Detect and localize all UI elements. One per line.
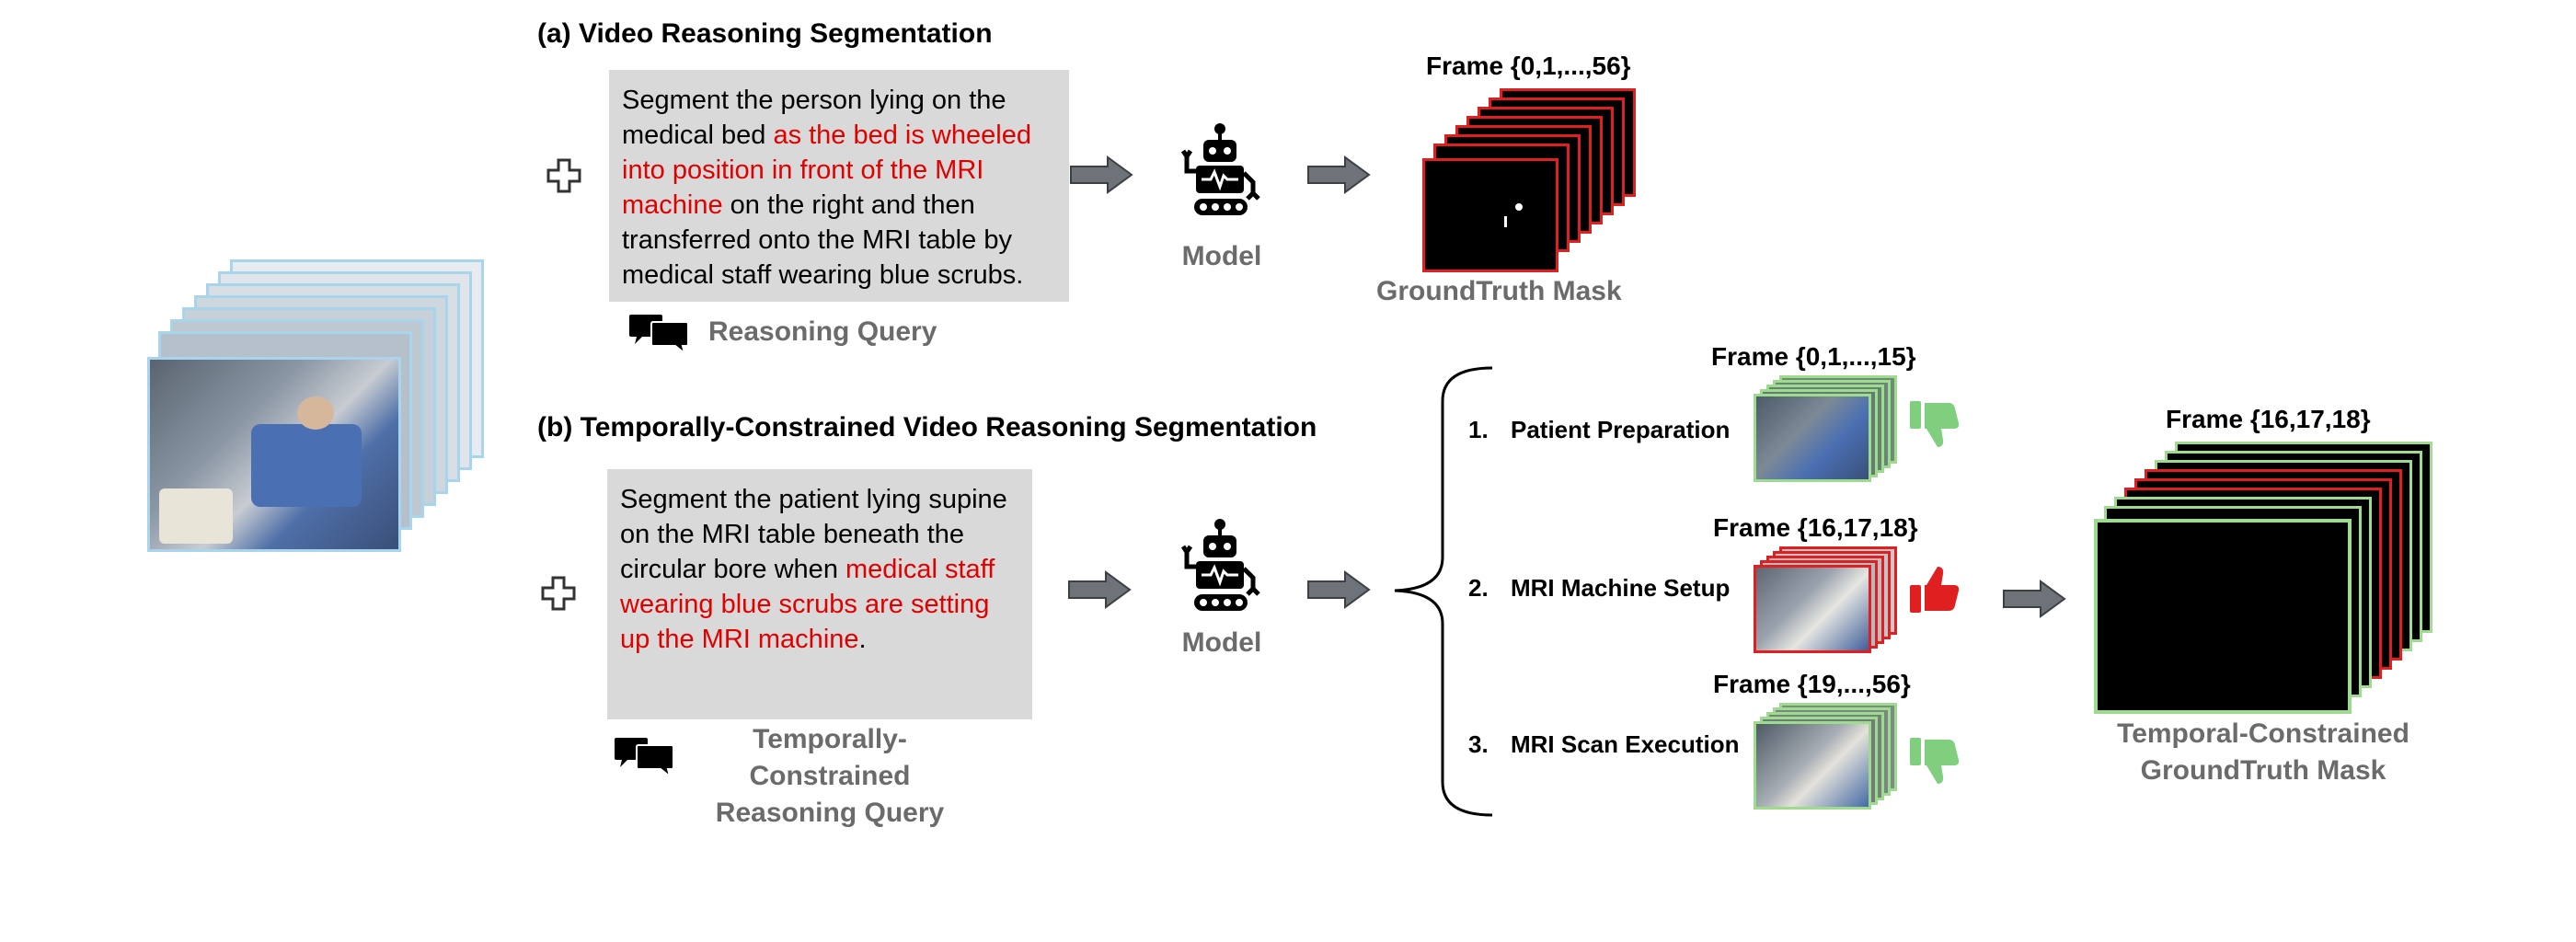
mask-frame-front bbox=[1422, 158, 1558, 272]
step-3-label: MRI Scan Execution bbox=[1511, 730, 1740, 758]
thumbs-down-icon bbox=[1910, 738, 1960, 784]
section-a-query-box: Segment the person lying on the medical … bbox=[609, 70, 1069, 302]
robot-icon bbox=[1180, 519, 1260, 611]
step-1-frame-stack bbox=[1754, 375, 1901, 482]
right-arrow-icon bbox=[1068, 570, 1132, 609]
section-a-mask-caption: GroundTruth Mask bbox=[1376, 276, 1622, 306]
step-1-label: Patient Preparation bbox=[1511, 416, 1731, 443]
step-3-number: 3. bbox=[1468, 730, 1489, 758]
right-arrow-icon bbox=[1070, 155, 1133, 194]
query-b-part-3: . bbox=[858, 625, 867, 654]
section-a-model-label: Model bbox=[1181, 241, 1262, 271]
step-1-number: 1. bbox=[1468, 416, 1489, 443]
plus-icon bbox=[546, 158, 581, 193]
step-2-frame-stack bbox=[1754, 546, 1901, 653]
chat-bubbles-icon bbox=[615, 738, 674, 779]
section-b-query-box: Segment the patient lying supine on the … bbox=[607, 469, 1032, 719]
section-a-mask-stack bbox=[1422, 88, 1643, 281]
step-2-frame-label: Frame {16,17,18} bbox=[1713, 513, 1918, 542]
output-mask-front bbox=[2094, 519, 2352, 714]
section-b-title: (b) Temporally-Constrained Video Reasoni… bbox=[537, 412, 1317, 442]
section-b-model-label: Model bbox=[1181, 627, 1262, 658]
step-2-label: MRI Machine Setup bbox=[1511, 574, 1731, 602]
right-arrow-icon bbox=[2003, 580, 2066, 618]
step-2-number: 2. bbox=[1468, 574, 1489, 602]
robot-icon bbox=[1180, 123, 1260, 215]
query-b-part-1: Segment the patient lying supine on the … bbox=[620, 485, 1007, 584]
section-b-query-caption: Temporally-Constrained Reasoning Query bbox=[715, 724, 945, 828]
right-arrow-icon bbox=[1307, 155, 1371, 194]
step-3-frame-stack bbox=[1754, 703, 1901, 810]
step-1-frame-label: Frame {0,1,...,15} bbox=[1711, 342, 1916, 371]
thumbs-up-icon bbox=[1910, 567, 1960, 613]
query-a-part-3: on the right and then transferred onto t… bbox=[622, 190, 1024, 290]
output-frame-label: Frame {16,17,18} bbox=[2166, 405, 2371, 433]
chat-bubbles-icon bbox=[629, 315, 689, 356]
query-b-highlight: medical staff wearing blue scrubs are se… bbox=[620, 555, 995, 654]
step-3-frame-label: Frame {19,...,56} bbox=[1713, 670, 1911, 698]
plus-icon bbox=[541, 576, 576, 611]
right-arrow-icon bbox=[1307, 570, 1371, 609]
curly-brace-icon bbox=[1394, 366, 1493, 817]
section-a-title: (a) Video Reasoning Segmentation bbox=[537, 18, 993, 49]
output-caption: Temporal-Constrained GroundTruth Mask bbox=[2117, 718, 2409, 786]
input-video-stack bbox=[147, 259, 488, 554]
section-a-query-caption: Reasoning Query bbox=[708, 316, 937, 347]
thumbs-down-icon bbox=[1910, 401, 1960, 447]
query-a-part-1: Segment the person lying on the medical … bbox=[622, 86, 1006, 150]
input-video-frame bbox=[147, 357, 401, 552]
output-mask-stack bbox=[2094, 442, 2440, 718]
query-a-highlight: as the bed is wheeled into position in f… bbox=[622, 121, 1031, 220]
section-a-frame-label: Frame {0,1,...,56} bbox=[1426, 52, 1631, 80]
